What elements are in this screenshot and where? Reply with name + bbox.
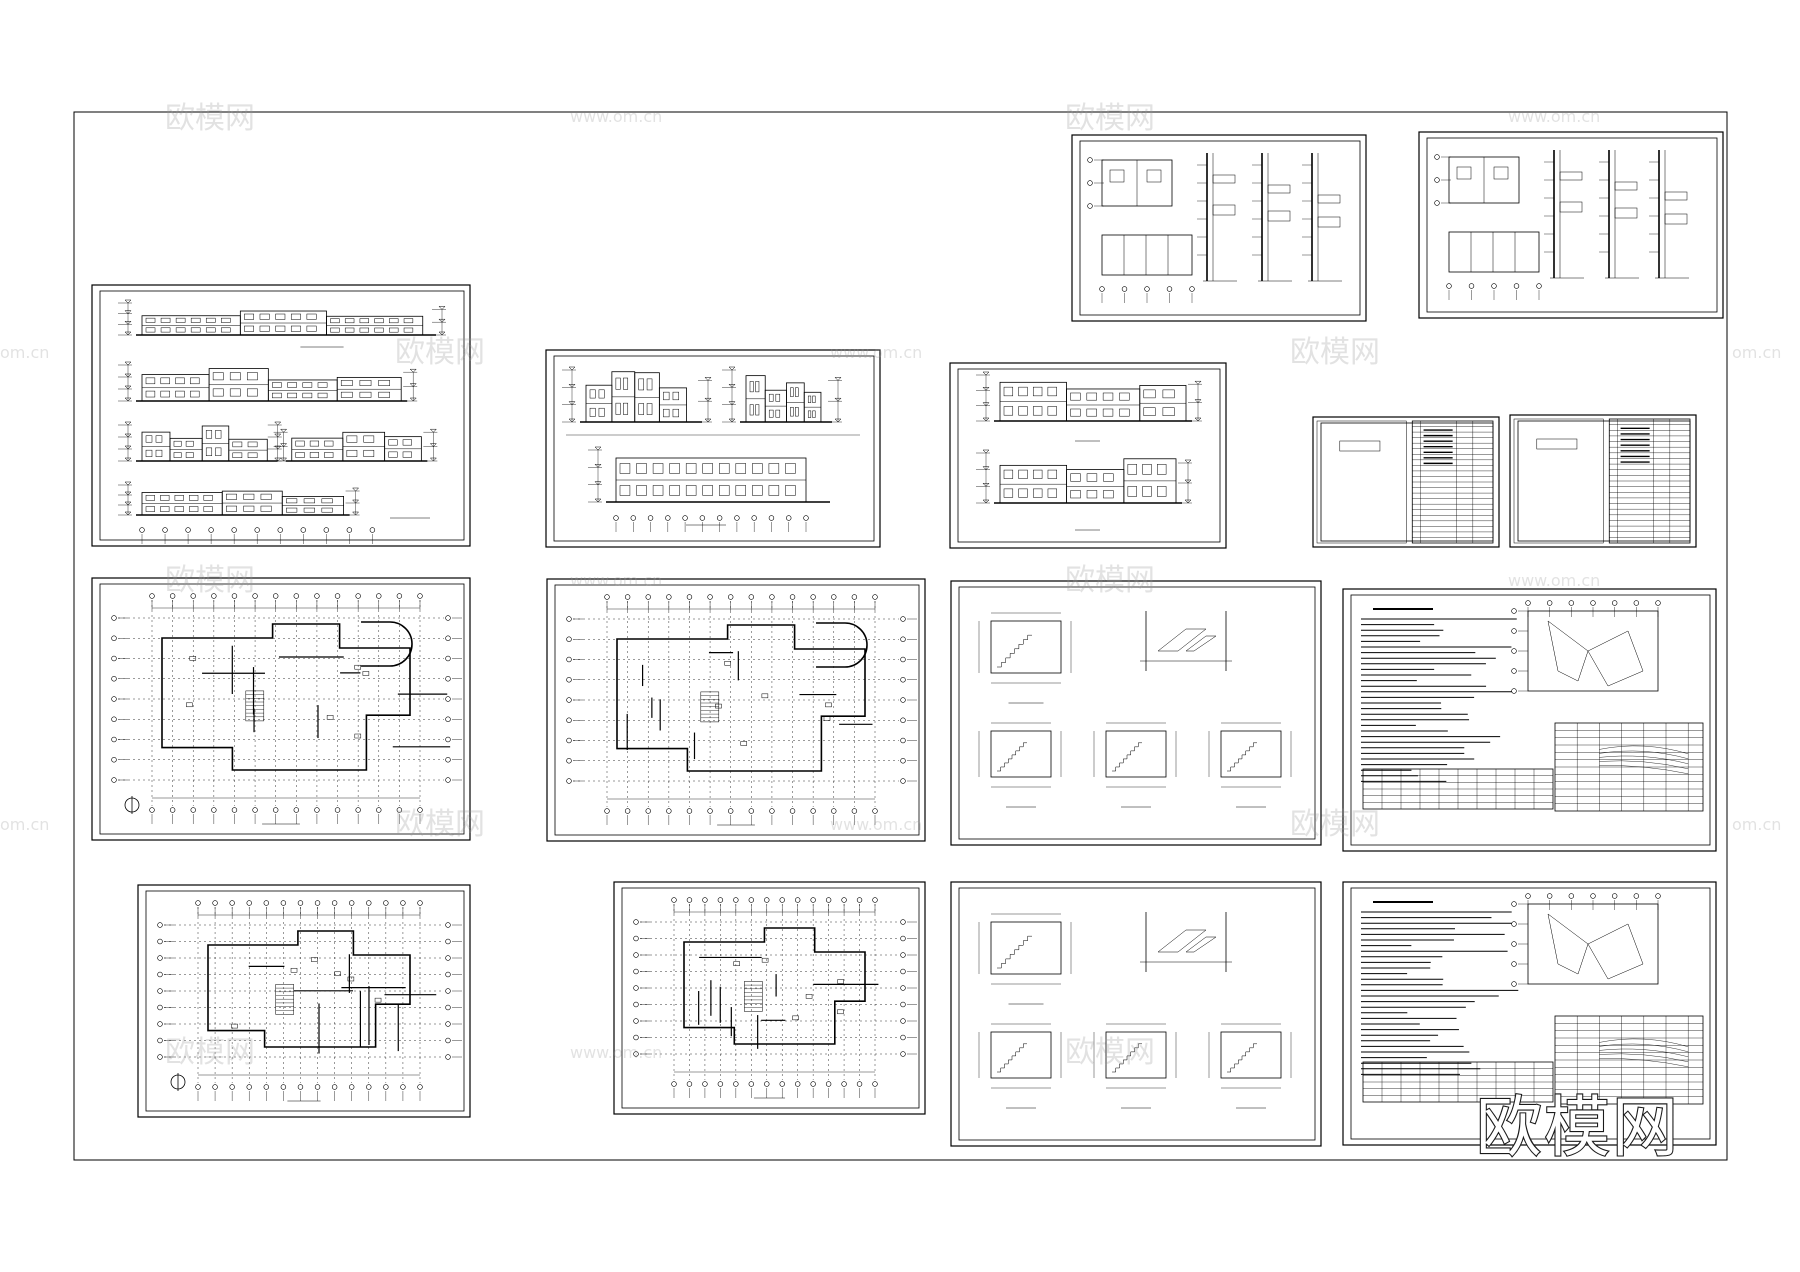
watermark-text: 欧模网 bbox=[1065, 1035, 1155, 1070]
watermark-layer: 欧模网 www.om.cn 欧模网 www.om.cn om.cn 欧模网 www.om.c… bbox=[0, 101, 1781, 1070]
sheet-layer bbox=[91, 131, 1724, 1147]
watermark-text: www.om.cn bbox=[570, 571, 662, 590]
floor-plan-2 bbox=[546, 578, 926, 842]
watermark-text: www.om.cn bbox=[570, 1043, 662, 1062]
elevations-sheet-2 bbox=[545, 349, 881, 548]
watermark-text: om.cn bbox=[0, 815, 49, 834]
design-notes-2 bbox=[1342, 881, 1717, 1146]
watermark-text: 欧模网 bbox=[1290, 335, 1380, 370]
watermark-text: www.om.cn bbox=[1508, 107, 1600, 126]
watermark-text: www.om.cn bbox=[570, 107, 662, 126]
watermark-text: om.cn bbox=[1732, 343, 1781, 362]
watermark-text: 欧模网 bbox=[395, 335, 485, 370]
cover-sheet-2 bbox=[1509, 414, 1697, 548]
cover-sheet-1 bbox=[1312, 416, 1500, 548]
watermark-text: om.cn bbox=[0, 343, 49, 362]
watermark-text: 欧模网 bbox=[165, 1035, 255, 1070]
elevations-sheet-1 bbox=[91, 284, 471, 547]
outer-frame bbox=[73, 111, 1728, 1161]
watermark-text: www.om.cn bbox=[830, 815, 922, 834]
watermark-text: om.cn bbox=[1732, 815, 1781, 834]
elevations-sheet-3 bbox=[949, 362, 1227, 549]
design-notes-1 bbox=[1342, 588, 1717, 852]
watermark-text: 欧模网 bbox=[165, 563, 255, 598]
brand-stamp: 欧模网 bbox=[1476, 1089, 1680, 1166]
watermark-text: 欧模网 bbox=[1065, 563, 1155, 598]
floor-plan-4 bbox=[613, 881, 926, 1115]
stair-details-2 bbox=[950, 881, 1322, 1147]
watermark-text: 欧模网 bbox=[1290, 807, 1380, 842]
watermark-text: www.om.cn bbox=[1508, 571, 1600, 590]
watermark-text: 欧模网 bbox=[1065, 101, 1155, 136]
floor-plan-3 bbox=[137, 884, 471, 1118]
wall-details-sheet-2 bbox=[1418, 131, 1724, 319]
watermark-text: 欧模网 bbox=[395, 807, 485, 842]
watermark-text: 欧模网 bbox=[165, 101, 255, 136]
floor-plan-1 bbox=[91, 577, 471, 841]
stair-details-1 bbox=[950, 580, 1322, 846]
wall-details-sheet-1 bbox=[1071, 134, 1367, 322]
watermark-text: www.om.cn bbox=[830, 343, 922, 362]
